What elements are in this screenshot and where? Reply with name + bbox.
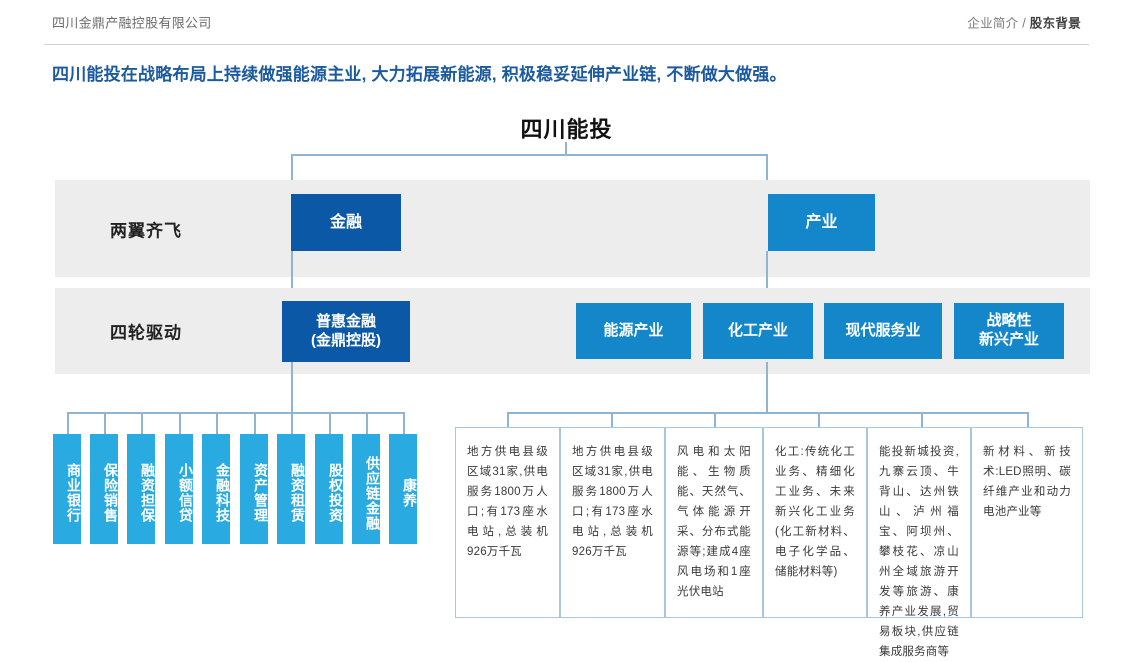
tier-label-two-wings: 两翼齐飞 bbox=[110, 221, 182, 240]
connector-leaf-drop-3 bbox=[141, 412, 143, 434]
page-header: 四川金鼎产融控股有限公司 企业简介 / 股东背景 bbox=[0, 0, 1133, 45]
node-inclusive-finance-line2: (金鼎控股) bbox=[311, 331, 381, 349]
connector-leaf-drop-8 bbox=[329, 412, 331, 434]
leaf-node[interactable]: 商业银行 bbox=[53, 434, 82, 544]
node-strategic-emerging[interactable]: 战略性 新兴产业 bbox=[954, 303, 1064, 359]
connector-desc-drop-3 bbox=[714, 412, 716, 427]
node-chemical-industry[interactable]: 化工产业 bbox=[703, 303, 813, 359]
description-box: 新材料、新技术:LED照明、碳纤维产业和动力电池产业等 bbox=[971, 427, 1083, 618]
connector-desc-drop-5 bbox=[921, 412, 923, 427]
company-name: 四川金鼎产融控股有限公司 bbox=[52, 15, 212, 31]
tier-band-two-wings: 两翼齐飞 金融 产业 bbox=[55, 180, 1090, 277]
connector-leaf-drop-4 bbox=[179, 412, 181, 434]
leaf-node[interactable]: 融资担保 bbox=[127, 434, 156, 544]
node-energy-industry[interactable]: 能源产业 bbox=[576, 303, 691, 359]
breadcrumb: 企业简介 / 股东背景 bbox=[967, 13, 1081, 32]
connector-root-split bbox=[291, 154, 767, 156]
connector-leaf-drop-2 bbox=[104, 412, 106, 434]
node-inclusive-finance[interactable]: 普惠金融 (金鼎控股) bbox=[282, 301, 410, 362]
breadcrumb-section: 企业简介 / bbox=[967, 16, 1030, 31]
connector-leaf-drop-5 bbox=[216, 412, 218, 434]
root-node-title: 四川能投 bbox=[520, 117, 613, 142]
connector-leaf-drop-9 bbox=[366, 412, 368, 434]
connector-desc-drop-4 bbox=[818, 412, 820, 427]
leaf-node[interactable]: 资产管理 bbox=[240, 434, 269, 544]
connector-desc-bus bbox=[507, 412, 1028, 414]
breadcrumb-current: 股东背景 bbox=[1029, 16, 1081, 31]
leaf-node[interactable]: 保险销售 bbox=[90, 434, 119, 544]
node-strategic-line1: 战略性 bbox=[986, 312, 1032, 330]
node-strategic-line2: 新兴产业 bbox=[978, 331, 1039, 348]
connector-to-finance bbox=[291, 154, 293, 194]
connector-finance-down bbox=[291, 251, 293, 303]
tier-label-four-drives: 四轮驱动 bbox=[110, 323, 182, 343]
connector-to-industry bbox=[766, 154, 768, 194]
node-industry[interactable]: 产业 bbox=[768, 194, 875, 251]
connector-desc-drop-1 bbox=[507, 412, 509, 427]
leaf-node[interactable]: 股权投资 bbox=[315, 434, 344, 544]
connector-industry-down bbox=[766, 251, 768, 303]
header-divider bbox=[44, 44, 1089, 45]
node-inclusive-finance-line1: 普惠金融 bbox=[315, 312, 376, 330]
description-box: 风电和太阳能、生物质能、天然气、气体能源开采、分布式能源等;建成4座风电场和1座… bbox=[665, 427, 763, 618]
node-finance[interactable]: 金融 bbox=[291, 194, 401, 251]
slide-subtitle: 四川能投在战略布局上持续做强能源主业, 大力拓展新能源, 积极稳妥延伸产业链, … bbox=[52, 65, 787, 84]
leaf-node[interactable]: 金融科技 bbox=[202, 434, 231, 544]
connector-leaf-drop-1 bbox=[67, 412, 69, 434]
description-box: 地方供电县级区域31家,供电服务1800万人口;有173座水电站,总装机926万… bbox=[560, 427, 665, 618]
connector-industry-stem bbox=[766, 362, 768, 413]
connector-inclusive-stem bbox=[291, 362, 293, 413]
connector-leaf-bus bbox=[67, 412, 403, 414]
org-chart: 四川能投 两翼齐飞 金融 产业 四轮驱动 普惠金融 (金鼎控股) bbox=[0, 100, 1133, 637]
leaf-node[interactable]: 小额信贷 bbox=[165, 434, 194, 544]
description-box: 化工:传统化工业务、精细化工业务、未来新兴化工业务(化工新材料、电子化学品、储能… bbox=[763, 427, 867, 618]
leaf-node[interactable]: 供应链金融 bbox=[352, 434, 381, 544]
leaf-node[interactable]: 康养 bbox=[389, 434, 418, 544]
node-modern-service[interactable]: 现代服务业 bbox=[824, 303, 942, 359]
leaf-node[interactable]: 融资租赁 bbox=[277, 434, 306, 544]
tier-band-four-drives: 四轮驱动 普惠金融 (金鼎控股) 能源产业 化工产业 现代服务业 战略性 新兴产… bbox=[55, 288, 1090, 374]
connector-leaf-drop-10 bbox=[403, 412, 405, 434]
description-box: 能投新城投资,九寨云顶、牛背山、达州铁山、泸州福宝、阿坝州、攀枝花、凉山州全域旅… bbox=[867, 427, 971, 658]
description-box: 地方供电县级区域31家,供电服务1800万人口;有173座水电站,总装机926万… bbox=[455, 427, 560, 618]
connector-leaf-drop-6 bbox=[254, 412, 256, 434]
connector-leaf-drop-7 bbox=[291, 412, 293, 434]
connector-root-stem bbox=[565, 142, 567, 155]
connector-desc-drop-6 bbox=[1027, 412, 1029, 427]
connector-desc-drop-2 bbox=[611, 412, 613, 427]
